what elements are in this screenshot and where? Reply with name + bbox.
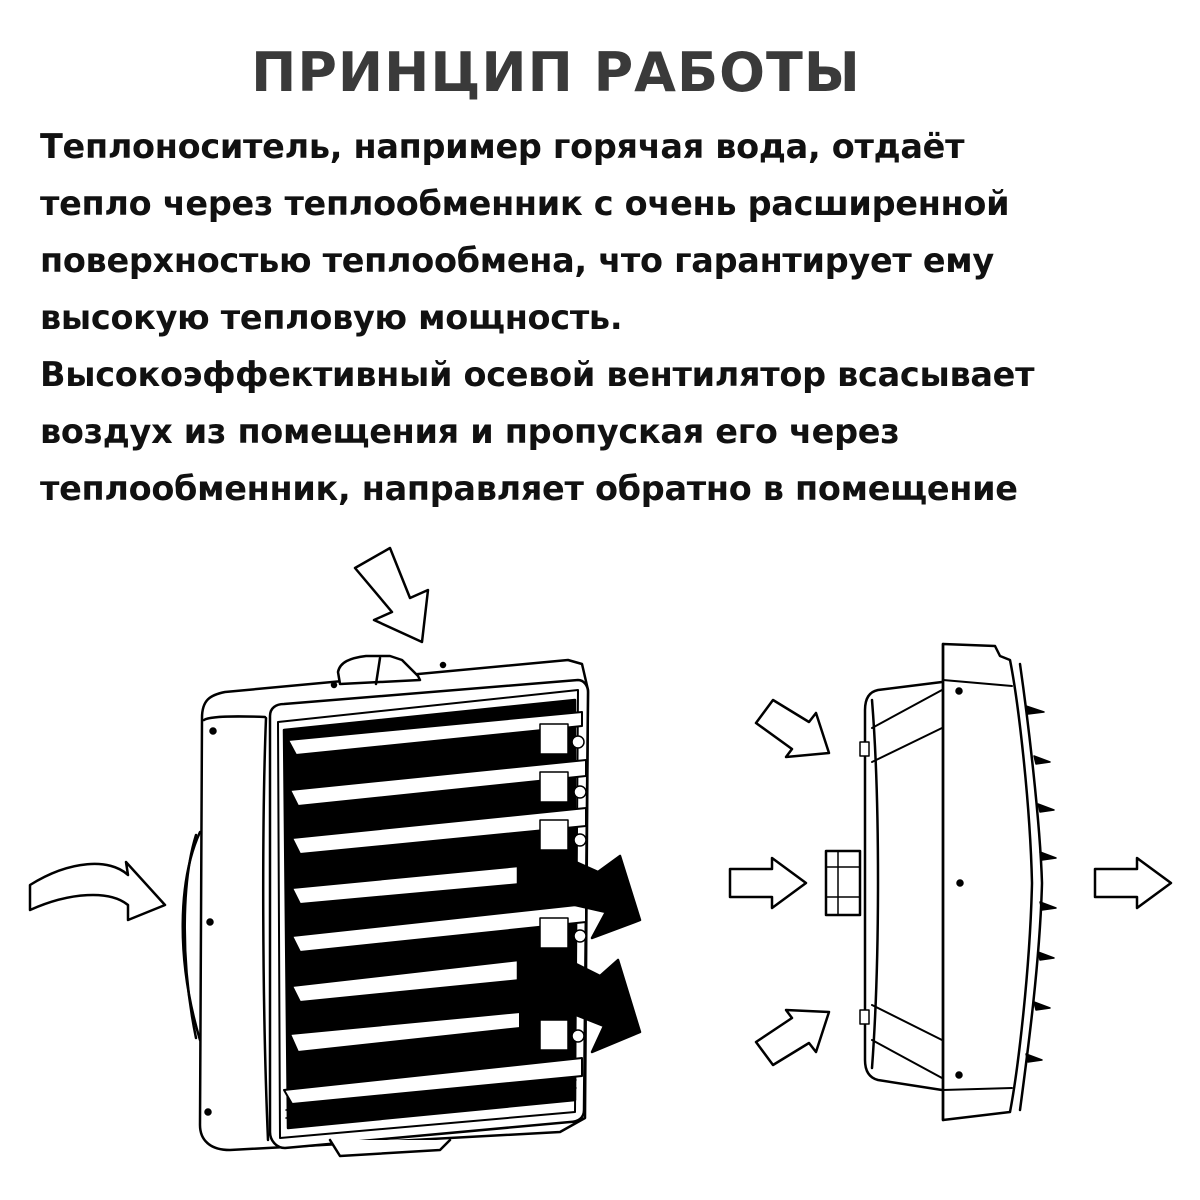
description-line: высокую тепловую мощность. bbox=[40, 298, 623, 337]
description-line: воздух из помещения и пропуская его чере… bbox=[40, 412, 900, 451]
intake-arrow-left-curved-icon bbox=[28, 860, 167, 922]
description-line: тепло через теплообменник с очень расшир… bbox=[40, 184, 1010, 223]
description-text: Теплоноситель, например горячая вода, от… bbox=[40, 118, 1200, 517]
description-line: поверхностью теплообмена, что гарантируе… bbox=[40, 241, 994, 280]
intake-arrow-center-icon bbox=[728, 856, 808, 910]
description-line: теплообменник, направляет обратно в поме… bbox=[40, 469, 1018, 508]
front-view-unit bbox=[28, 546, 642, 1158]
intake-arrow-lower-diagonal-icon bbox=[754, 1008, 831, 1067]
description-line: Теплоноситель, например горячая вода, от… bbox=[40, 127, 965, 166]
louver-blades bbox=[283, 711, 587, 1105]
louver-tips bbox=[1025, 705, 1057, 1063]
description-line: Высокоэффективный осевой вентилятор всас… bbox=[40, 355, 1035, 394]
outlet-arrows-icon bbox=[516, 853, 642, 1054]
intake-arrow-upper-diagonal-icon bbox=[754, 698, 831, 759]
page-title: ПРИНЦИП РАБОТЫ bbox=[251, 41, 861, 104]
outlet-arrow-right-icon bbox=[1093, 856, 1173, 910]
side-view-unit bbox=[728, 642, 1173, 1122]
intake-arrow-top-icon bbox=[353, 546, 430, 644]
